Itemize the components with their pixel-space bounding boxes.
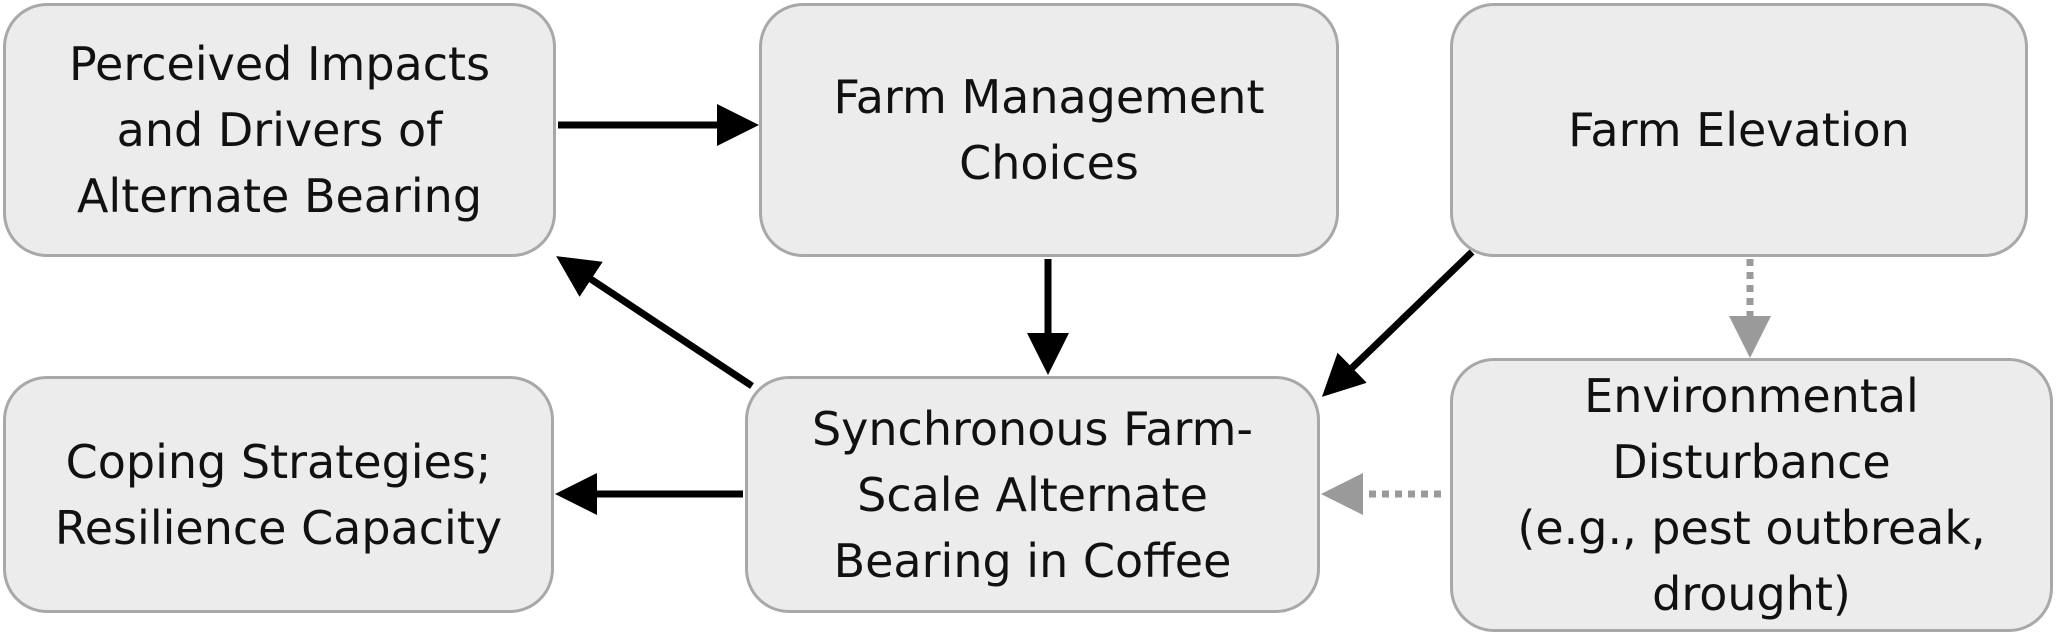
node-synchronous-alternate-bearing: Synchronous Farm- Scale Alternate Bearin…: [745, 376, 1320, 613]
arrow-elevation-to-sync: [1321, 249, 1475, 397]
node-perceived-impacts: Perceived Impacts and Drivers of Alterna…: [3, 3, 556, 257]
node-environmental-disturbance: Environmental Disturbance (e.g., pest ou…: [1450, 358, 2053, 632]
node-label-line: Farm Elevation: [1568, 103, 1910, 157]
node-label-line: Resilience Capacity: [54, 500, 503, 555]
node-label-line: Coping Strategies;: [65, 434, 492, 489]
node-label-line: Synchronous Farm-: [811, 401, 1254, 456]
node-coping-strategies: Coping Strategies; Resilience Capacity: [3, 376, 554, 613]
node-label-line: Disturbance: [1612, 435, 1891, 489]
node-farm-management: Farm Management Choices: [759, 3, 1339, 257]
node-label-line: and Drivers of: [116, 103, 443, 157]
node-label-line: Bearing in Coffee: [833, 533, 1232, 588]
node-label-line: Choices: [959, 136, 1139, 190]
node-label-line: Alternate Bearing: [76, 169, 483, 223]
arrow-sync-to-perceived: [556, 256, 754, 389]
node-label-line: Environmental: [1584, 369, 1919, 423]
node-label-line: (e.g., pest outbreak,: [1517, 501, 1986, 555]
node-farm-elevation: Farm Elevation: [1450, 3, 2028, 257]
node-label-line: Farm Management: [833, 70, 1265, 124]
node-label-line: Perceived Impacts: [68, 37, 491, 91]
node-label-line: drought): [1652, 567, 1851, 621]
node-label-line: Scale Alternate: [857, 467, 1208, 522]
